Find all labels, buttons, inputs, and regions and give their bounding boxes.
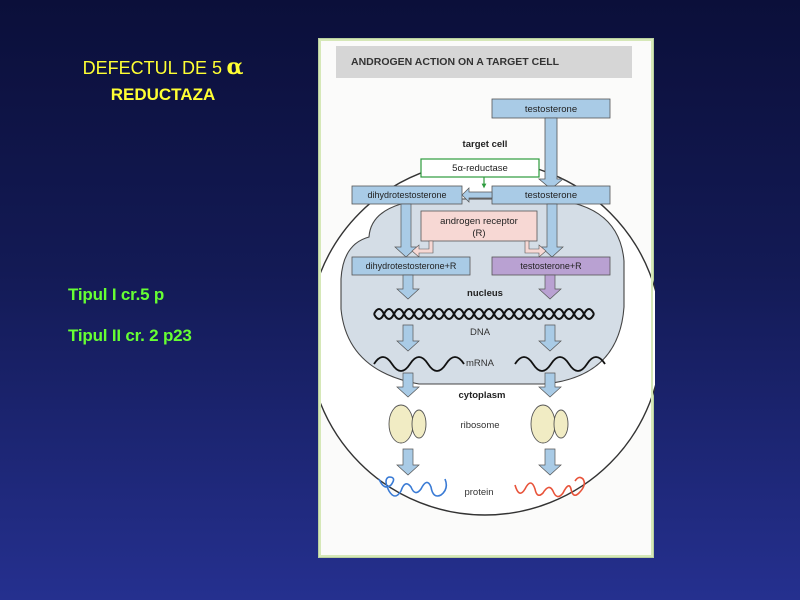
nucleus-label: nucleus [467,288,503,299]
testosterone-inside-label: testosterone [525,190,577,201]
ribosome-label: ribosome [460,420,499,431]
androgen-figure: ANDROGEN ACTION ON A TARGET CELL testost… [307,38,663,558]
dht-down-arrow [394,203,418,258]
conversion-arrow [461,187,493,203]
androgen-receptor-label: androgen receptor [440,216,518,227]
mrna-left [373,356,465,372]
testosterone-outside-label: testosterone [525,104,577,115]
title-line-2: REDUCTAZA [110,84,216,104]
mrna-label: mRNA [466,358,495,369]
androgen-receptor-box [420,210,538,242]
testosterone-entry-arrow [537,117,565,190]
reductase-label: 5α-reductase [452,163,508,174]
dna-to-mrna-arrow-right [538,324,562,352]
testosterone-down-arrow [540,203,564,258]
dna-label: DNA [470,327,491,338]
protein-label: protein [464,487,493,498]
bullet-type-1: Tipul I cr.5 p [68,285,165,304]
ribosome-left [388,404,427,444]
bullet-type-2: Tipul II cr. 2 p23 [68,326,192,345]
alpha-symbol: α [226,54,244,80]
t-r-label: testosterone+R [520,261,582,271]
ribosome-to-protein-arrow-left [396,448,420,476]
title-line-1: DEFECTUL DE 5 α [50,52,276,83]
cytoplasm-label: cytoplasm [459,390,506,401]
dna-to-mrna-arrow-left [396,324,420,352]
protein-right [514,476,586,498]
t-r-to-dna-arrow [538,274,562,300]
dht-r-label: dihydrotestosterone+R [366,261,457,271]
dht-r-to-dna-arrow [396,274,420,300]
reductase-box [420,158,540,178]
figure-header-band [336,46,632,78]
mrna-right [514,356,606,372]
target-cell-label: target cell [463,139,508,150]
ribosome-right [530,404,569,444]
title-text: DEFECTUL DE 5 [82,58,222,78]
slide-title: DEFECTUL DE 5 α REDUCTAZA [50,52,276,107]
ribosome-to-protein-arrow-right [538,448,562,476]
figure-header: ANDROGEN ACTION ON A TARGET CELL [351,56,560,68]
receptor-arrow-left [411,240,434,258]
androgen-receptor-r: (R) [472,228,485,239]
mrna-to-ribosome-arrow-right [538,372,562,398]
androgen-diagram: ANDROGEN ACTION ON A TARGET CELL testost… [307,46,663,516]
dht-label: dihydrotestosterone [367,190,446,200]
receptor-arrow-right [524,240,547,258]
dna-strand-2 [373,308,595,320]
mrna-to-ribosome-arrow-left [396,372,420,398]
protein-left [378,476,448,497]
